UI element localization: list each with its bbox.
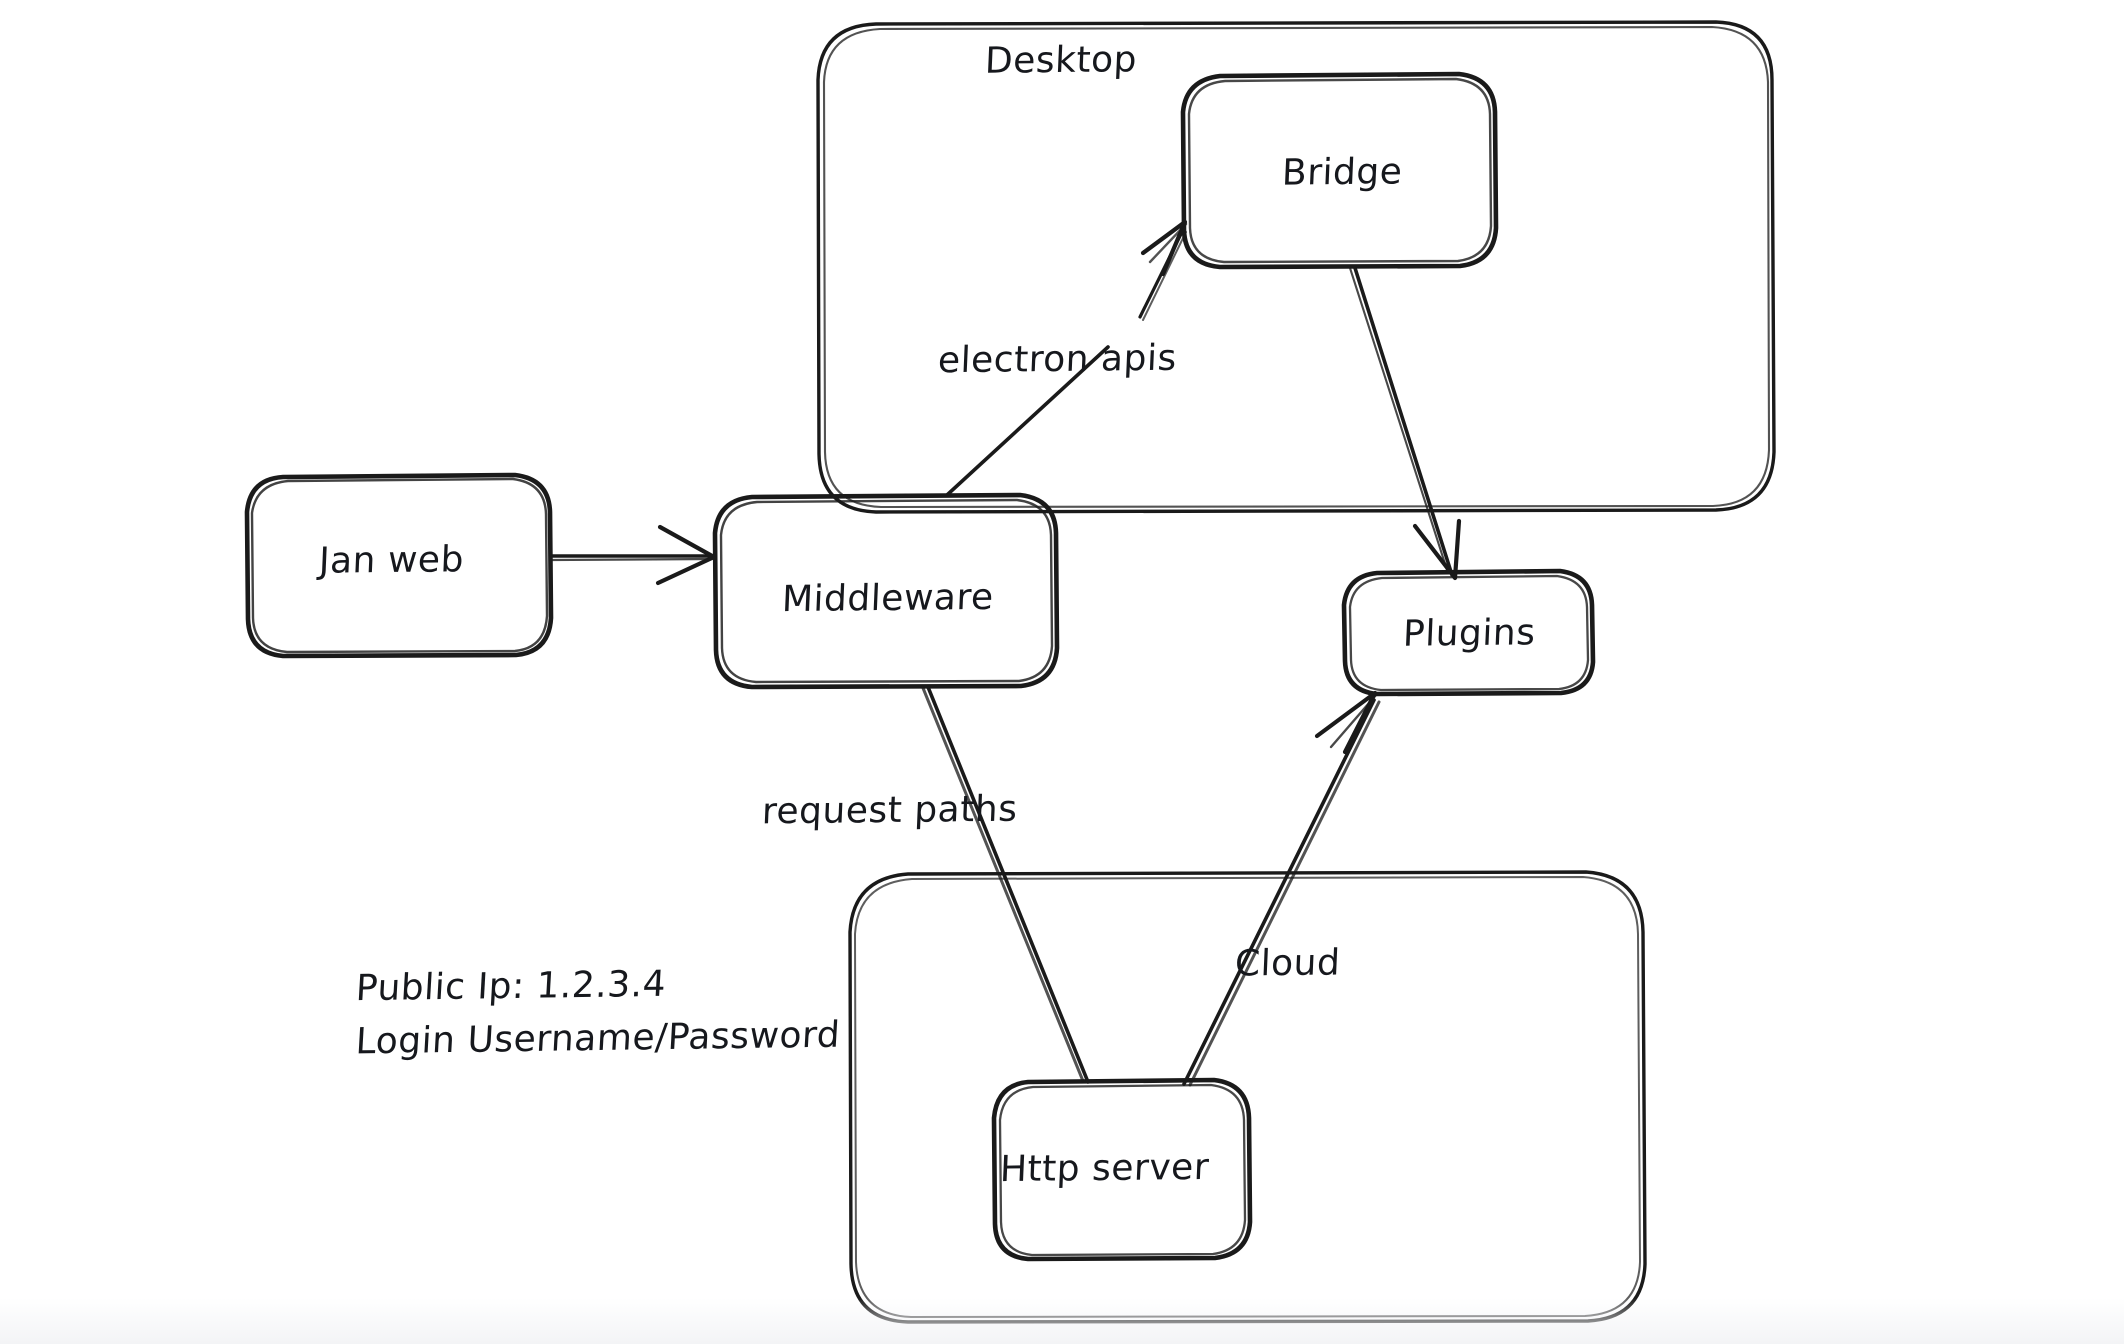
node-middleware-outline [712,492,1060,690]
edge-label-request-paths: request paths [761,788,1019,833]
edge-jan-web-to-middleware [548,524,717,586]
edge-http-server-to-plugins [1182,690,1381,1087]
container-desktop-outline [816,20,1776,514]
edge-bridge-to-plugins [1348,266,1462,581]
edge-label-electron-apis: electron apis [937,337,1178,382]
node-label-bridge: Bridge [1281,151,1404,194]
node-label-http-server: Http server [999,1146,1210,1191]
node-label-plugins: Plugins [1402,612,1537,655]
container-label-desktop: Desktop [984,39,1138,82]
node-jan-web-outline [244,472,554,659]
edge-middleware-to-http-server [921,685,1090,1084]
edge-middleware-to-bridge [945,219,1188,497]
note-login-credentials: Login Username/Password [354,1014,842,1063]
node-plugins-outline [1341,568,1596,697]
note-public-ip: Public Ip: 1.2.3.4 [354,963,668,1010]
container-label-cloud: Cloud [1234,942,1342,985]
node-http-server-outline [991,1077,1253,1262]
container-cloud-outline [848,870,1647,1324]
node-label-middleware: Middleware [781,576,995,621]
node-bridge-outline [1180,71,1499,270]
node-label-jan-web: Jan web [318,539,465,582]
